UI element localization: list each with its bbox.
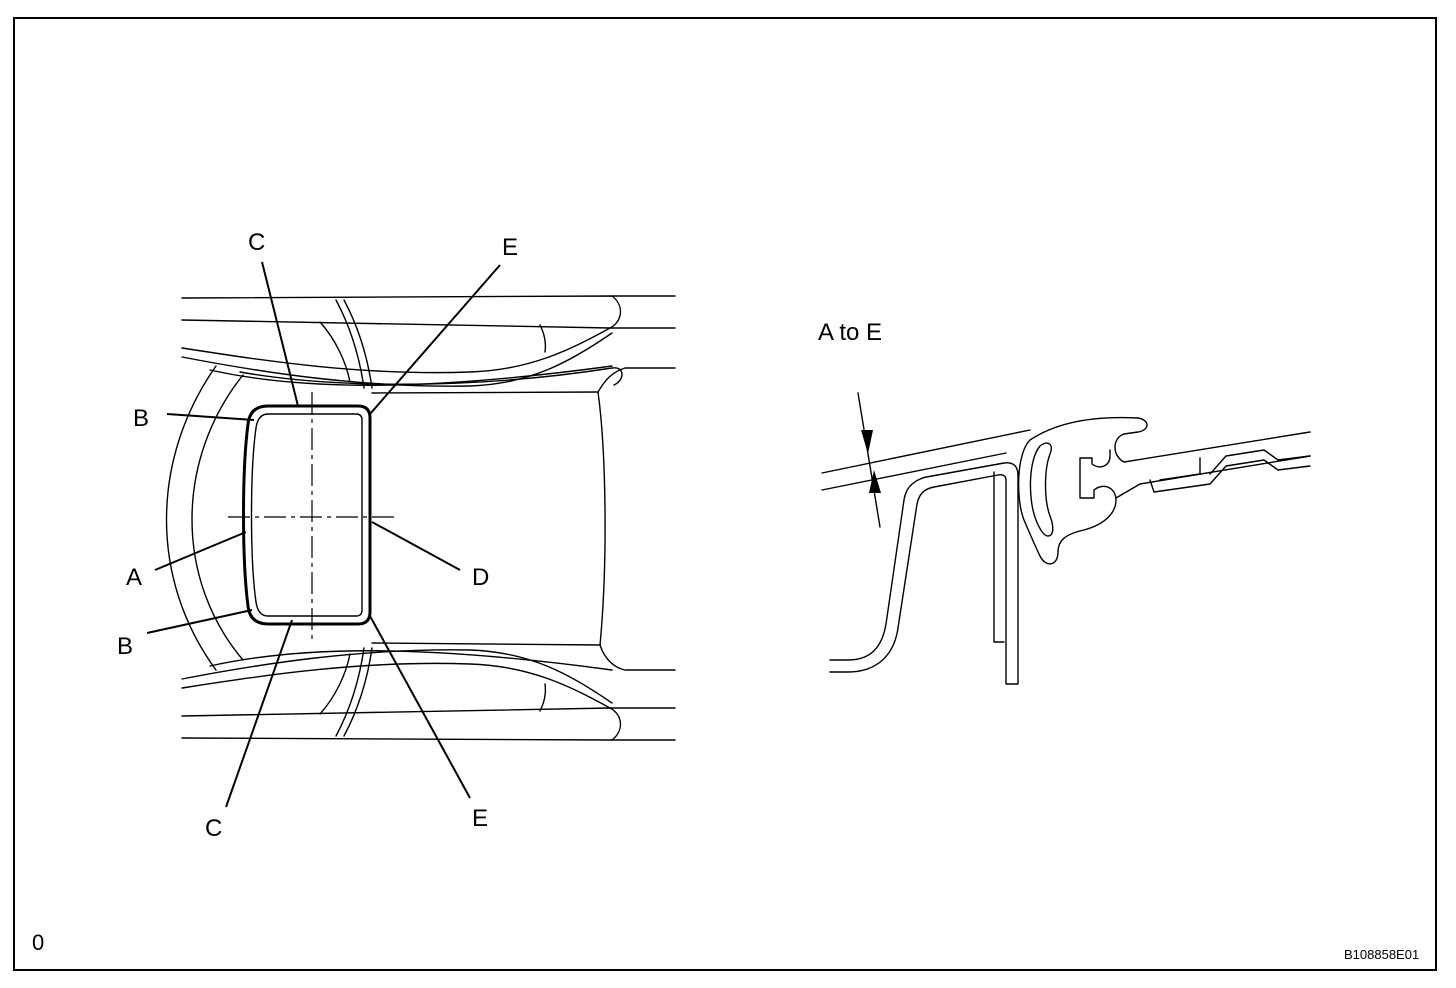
callout-d: D [472, 564, 489, 591]
leader-lines [146, 261, 501, 808]
vehicle-top-view [165, 295, 676, 741]
corner-mark: 0 [32, 930, 44, 955]
callout-a: A [126, 564, 142, 591]
callout-e-bottom: E [472, 805, 488, 832]
callout-b-top: B [133, 405, 149, 432]
callout-c-top: C [248, 229, 265, 256]
drawing-frame [13, 17, 1437, 971]
back-window-glass [228, 392, 396, 642]
section-caption: A to E [818, 319, 882, 346]
figure-id: B108858E01 [1344, 947, 1419, 962]
callout-c-bottom: C [205, 815, 222, 842]
callout-b-bottom: B [117, 633, 133, 660]
callout-e-top: E [502, 234, 518, 261]
moulding-cross-section [821, 392, 1311, 685]
